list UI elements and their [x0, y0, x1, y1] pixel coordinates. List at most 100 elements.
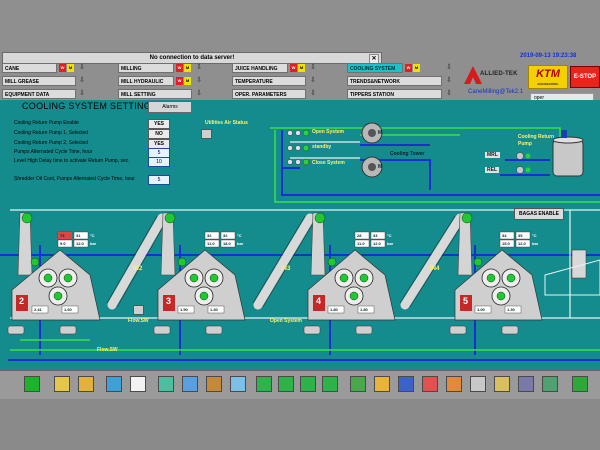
cooling-m-icon[interactable]: M	[413, 64, 420, 72]
milling-arrow-icon[interactable]: ⇩	[196, 64, 202, 71]
nav-down-icon[interactable]	[300, 376, 316, 392]
cane-prep-w-icon[interactable]: W	[59, 64, 66, 72]
copy-icon[interactable]	[374, 376, 390, 392]
mill-2-temp-1: 73	[60, 233, 65, 238]
mill-4-bottom-2: 1.80	[360, 307, 368, 312]
conveyor-in4-label: IN4	[430, 266, 440, 272]
mill-2-bottom-1: 2.41	[34, 307, 42, 312]
nav-left-icon[interactable]	[256, 376, 272, 392]
mill-3-press-1: 11.0	[207, 241, 215, 246]
page-title: COOLING SYSTEM SETTING	[22, 101, 152, 111]
mill-4-temp-1: 28	[357, 233, 362, 238]
trends-arrow-icon[interactable]: ⇩	[446, 77, 452, 84]
menu-mill-setting[interactable]: MILL SETTING	[118, 89, 192, 99]
mill-5-number: 5	[463, 296, 469, 306]
mill-4-temp-2: 33	[373, 233, 378, 238]
hydraulic-m-icon[interactable]: M	[184, 77, 191, 85]
tippers-arrow-icon[interactable]: ⇩	[446, 90, 452, 97]
mill-3-press-2: 18.0	[223, 241, 231, 246]
return-pump-enable-value[interactable]: YES	[148, 119, 170, 129]
milling-m-icon[interactable]: M	[184, 64, 191, 72]
mill-5-press-2: 12.0	[518, 241, 526, 246]
cooling-return-pump-label: Cooling Return Pump	[518, 134, 555, 147]
shredder-oil-input[interactable]: 5	[148, 175, 170, 185]
menu-tippers-station[interactable]: TIPPERS STATION	[347, 89, 442, 99]
mill-setting-arrow-icon[interactable]: ⇩	[196, 90, 202, 97]
image-icon[interactable]	[158, 376, 174, 392]
tools-icon[interactable]	[206, 376, 222, 392]
menu-milling[interactable]: MILLING	[118, 63, 174, 73]
cane-prep-arrow-icon[interactable]: ⇩	[79, 64, 85, 71]
setting-label-pump1-selected: Cooling Return Pump 1, Selected	[14, 130, 89, 136]
cooling-arrow-icon[interactable]: ⇩	[446, 64, 452, 71]
menu-mill-hydraulic[interactable]: MILL HYDRAULIC	[118, 76, 174, 86]
cooling-tower-label: Cooling Tower	[390, 151, 425, 157]
mill-5-bottom-2: 1.30	[507, 307, 515, 312]
oper-arrow-icon[interactable]: ⇩	[310, 90, 316, 97]
juice-arrow-icon[interactable]: ⇩	[310, 64, 316, 71]
return-pump-tank-icon	[552, 130, 584, 177]
estop-button[interactable]: E-STOP	[570, 66, 600, 88]
company-name: ALLIED-TEK	[480, 71, 518, 77]
trend-icon[interactable]	[130, 376, 146, 392]
equipment-arrow-icon[interactable]: ⇩	[79, 90, 85, 97]
gallery-icon[interactable]	[78, 376, 94, 392]
hydraulic-w-icon[interactable]: W	[176, 77, 183, 85]
mill-3-temp-2: 32	[223, 233, 228, 238]
utilities-air-indicator	[201, 129, 212, 139]
save-icon[interactable]	[398, 376, 414, 392]
sound-icon[interactable]	[542, 376, 558, 392]
grease-arrow-icon[interactable]: ⇩	[79, 77, 85, 84]
menu-cooling-system[interactable]: COOLING SYSTEM	[347, 63, 403, 73]
picture-icon[interactable]	[446, 376, 462, 392]
menu-temperature[interactable]: TEMPERATURE	[232, 76, 306, 86]
juice-w-icon[interactable]: W	[290, 64, 297, 72]
milling-w-icon[interactable]: W	[176, 64, 183, 72]
menu-oper-parameters[interactable]: OPER. PARAMETERS	[232, 89, 306, 99]
bottom-toolbar	[0, 370, 600, 399]
calc-icon[interactable]	[494, 376, 510, 392]
lower-gray-area	[0, 399, 600, 450]
alarm-icon[interactable]	[422, 376, 438, 392]
edit-icon[interactable]	[106, 376, 122, 392]
standby-label: standby	[312, 144, 332, 150]
play-icon[interactable]	[24, 376, 40, 392]
cooling-tower-fan-1-icon	[361, 122, 383, 144]
hydraulic-arrow-icon[interactable]: ⇩	[196, 77, 202, 84]
mill-3-bottom-1: 1.50	[180, 307, 188, 312]
menu-juice-handling[interactable]: JUICE HANDLING	[232, 63, 288, 73]
mrl-tag: MRL	[485, 152, 500, 158]
folder-icon[interactable]	[54, 376, 70, 392]
bagas-enable-button[interactable]: BAGAS ENABLE	[514, 208, 564, 220]
pipe-icon[interactable]	[230, 376, 246, 392]
mill-4-temp-unit: °C	[387, 233, 392, 238]
alarms-button[interactable]: Alarms	[148, 101, 192, 113]
mill-2-temp-unit: °C	[90, 233, 95, 238]
window-icon[interactable]	[182, 376, 198, 392]
flow-switch-2-label: Flow.SW	[97, 347, 118, 353]
level-high-delay-input[interactable]: 10	[148, 157, 170, 167]
setting-label-level-high-delay: Level High Delay time to activate Return…	[14, 158, 130, 164]
menu-cane-preparation[interactable]: CANE PREPARATION	[2, 63, 57, 82]
refresh-icon[interactable]	[350, 376, 366, 392]
cane-prep-m-icon[interactable]: M	[67, 64, 74, 72]
mill-4-press-unit: bar	[387, 241, 394, 246]
juice-m-icon[interactable]: M	[298, 64, 305, 72]
settings-icon[interactable]	[518, 376, 534, 392]
nav-up-icon[interactable]	[278, 376, 294, 392]
menu-mill-grease[interactable]: MILL GREASE	[2, 76, 76, 86]
pump1-selected-value[interactable]: NO	[148, 129, 170, 139]
mill-2-press-1: 9.0	[60, 241, 66, 246]
network-icon[interactable]	[470, 376, 486, 392]
mill-5-press-unit: bar	[532, 241, 539, 246]
check-icon[interactable]	[572, 376, 588, 392]
top-gray-area	[0, 0, 600, 50]
cooling-w-icon[interactable]: W	[405, 64, 412, 72]
nav-right-icon[interactable]	[322, 376, 338, 392]
user-label: CaneMilling@Tek2.1	[468, 89, 524, 95]
menu-equipment-data[interactable]: EQUIPMENT DATA	[2, 89, 76, 99]
menu-trends-network[interactable]: TRENDS&NETWORK	[347, 76, 442, 86]
mill-3-number: 3	[166, 296, 172, 306]
temperature-arrow-icon[interactable]: ⇩	[310, 77, 316, 84]
